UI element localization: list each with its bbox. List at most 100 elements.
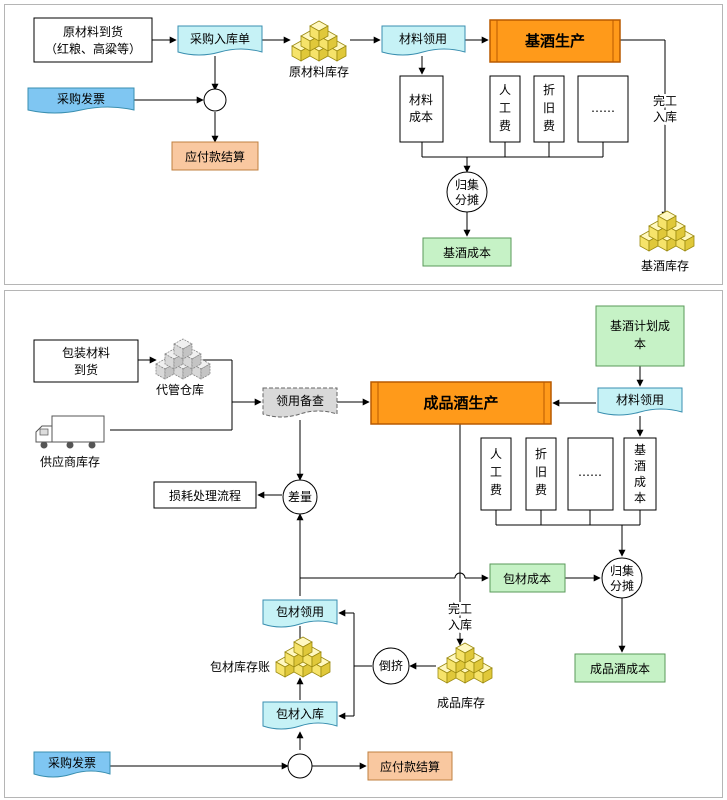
cost-item-labor-bottom-line-1: 人 [490,447,502,461]
cost-item-depreciation-line-2: 旧 [543,101,555,115]
consigned-warehouse-label: 代管仓库 [156,382,204,397]
cost-item-depreciation: 折 旧 费 [533,75,565,143]
cost-item-labor-bottom-line-3: 费 [490,483,502,497]
warehouse-icon [437,642,493,684]
cost-item-labor: 人 工 费 [489,75,521,143]
connectors [110,36,669,770]
material-requisition-label: 材料领用 [399,32,447,46]
raw-material-stock-warehouse: 原材料库存 [289,20,349,79]
supplier-truck-icon [35,415,105,449]
accounts-payable-label: 应付款结算 [185,149,245,164]
cost-item-depreciation-bottom: 折 旧 费 [525,437,557,511]
consigned-warehouse-icon [155,338,211,380]
material-requisition-bottom-label: 材料领用 [616,393,664,407]
completion-label-top-line-2: 入库 [653,109,677,124]
difference-label: 差量 [288,490,312,504]
collect-allocate-bottom-line-1: 归集 [610,563,634,578]
finished-liquor-cost-label: 成品酒成本 [590,662,650,676]
packaging-arrival-box: 包装材料 到货 [33,339,139,383]
completion-label-top: 完工 入库 [651,91,679,126]
base-liquor-plan-cost-box: 基酒计划成 本 [595,305,685,367]
cost-item-other-bottom: …… [567,437,614,511]
completion-label-bottom-line-2: 入库 [448,617,472,632]
purchase-receipt-label: 采购入库单 [190,31,250,46]
cost-item-depreciation-bottom-line-2: 旧 [535,465,547,479]
raw-material-arrival-box: 原材料到货 （红粮、高粱等） [33,17,153,63]
loss-process-label: 损耗处理流程 [169,488,241,503]
cost-item-base-liquor-line-2: 酒 [634,459,646,473]
cost-item-material-line-2: 成本 [409,110,433,124]
cost-item-depreciation-bottom-line-3: 费 [535,483,547,497]
packaging-arrival-line-1: 包装材料 [62,346,110,360]
finished-goods-stock-label: 成品库存 [437,695,485,710]
completion-label-bottom-line-1: 完工 [448,601,472,616]
purchase-receipt-doc: 采购入库单 [177,25,263,56]
difference-circle: 差量 [282,479,318,515]
backflush-label: 倒挤 [379,658,403,673]
packaging-requisition-label: 包材领用 [276,605,324,619]
collect-allocate-circle-top: 归集 分摊 [446,171,488,213]
cost-item-base-liquor-line-4: 本 [634,491,646,505]
base-liquor-production-box: 基酒生产 [489,19,621,63]
base-liquor-production-label: 基酒生产 [524,32,585,50]
cost-item-depreciation-bottom-line-1: 折 [535,446,547,461]
merge-circle-bottom [287,753,313,779]
cost-item-base-liquor-line-3: 成 [634,475,646,489]
cost-item-base-liquor-line-1: 基 [634,443,646,457]
packaging-cost-label: 包材成本 [503,572,551,586]
base-liquor-stock-label: 基酒库存 [641,258,689,273]
merge-circle [203,88,227,112]
collect-allocate-top-line-2: 分摊 [455,193,479,207]
accounts-payable-box: 应付款结算 [171,141,259,171]
material-requisition-doc: 材料领用 [381,25,466,56]
purchase-invoice-label: 采购发票 [57,91,105,106]
cost-item-labor-line-3: 费 [499,119,511,133]
packaging-stock-ledger: 包材库存账 [210,636,331,678]
cost-item-other-bottom-label: …… [578,465,602,479]
cost-item-labor-bottom-line-2: 工 [490,465,502,479]
packaging-stock-ledger-label: 包材库存账 [210,659,270,674]
purchase-invoice-doc: 采购发票 [27,87,135,114]
base-liquor-plan-cost-line-1: 基酒计划成 [610,319,670,333]
cost-item-other: …… [577,75,629,143]
completion-label-top-line-1: 完工 [653,93,677,108]
cost-item-depreciation-line-1: 折 [543,82,555,97]
completion-label-bottom: 完工 入库 [446,599,474,634]
cost-item-depreciation-line-3: 费 [543,119,555,133]
raw-material-arrival-line-1: 原材料到货 [63,24,123,39]
warehouse-icon [639,210,695,252]
cost-item-labor-line-2: 工 [499,101,511,115]
requisition-check-doc: 领用备查 [262,387,338,418]
finished-goods-stock: 成品库存 [437,642,493,710]
packaging-arrival-line-2: 到货 [74,362,98,377]
purchase-invoice-bottom-label: 采购发票 [48,755,96,770]
base-liquor-plan-cost-line-2: 本 [634,337,646,351]
packaging-receipt-doc: 包材入库 [262,701,338,730]
accounts-payable-bottom-label: 应付款结算 [380,759,440,774]
raw-material-stock-label: 原材料库存 [289,64,349,79]
base-liquor-stock-warehouse: 基酒库存 [639,210,695,273]
warehouse-icon [291,20,347,62]
base-liquor-cost-label: 基酒成本 [443,246,491,260]
material-requisition-doc-bottom: 材料领用 [597,387,683,416]
requisition-check-label: 领用备查 [276,394,324,408]
packaging-cost-box: 包材成本 [489,563,566,593]
cost-item-other-label: …… [591,101,615,115]
cost-item-labor-bottom: 人 工 费 [480,437,512,511]
loss-process-box: 损耗处理流程 [153,481,257,509]
purchase-invoice-doc-bottom: 采购发票 [33,751,111,778]
collect-allocate-circle-bottom: 归集 分摊 [601,557,643,599]
consigned-warehouse: 代管仓库 [155,338,211,397]
collect-allocate-top-line-1: 归集 [455,177,479,192]
cost-item-base-liquor: 基 酒 成 本 [623,437,657,511]
supplier-stock-label: 供应商库存 [40,454,100,469]
packaging-requisition-doc: 包材领用 [262,599,338,628]
accounts-payable-box-bottom: 应付款结算 [367,751,453,781]
finished-liquor-cost-box: 成品酒成本 [574,653,666,683]
cost-item-material: 材料 成本 [399,75,444,143]
finished-liquor-production-box: 成品酒生产 [370,381,552,425]
base-liquor-cost-box: 基酒成本 [422,237,512,267]
finished-liquor-production-label: 成品酒生产 [423,394,498,412]
cost-item-material-line-1: 材料 [409,93,433,107]
